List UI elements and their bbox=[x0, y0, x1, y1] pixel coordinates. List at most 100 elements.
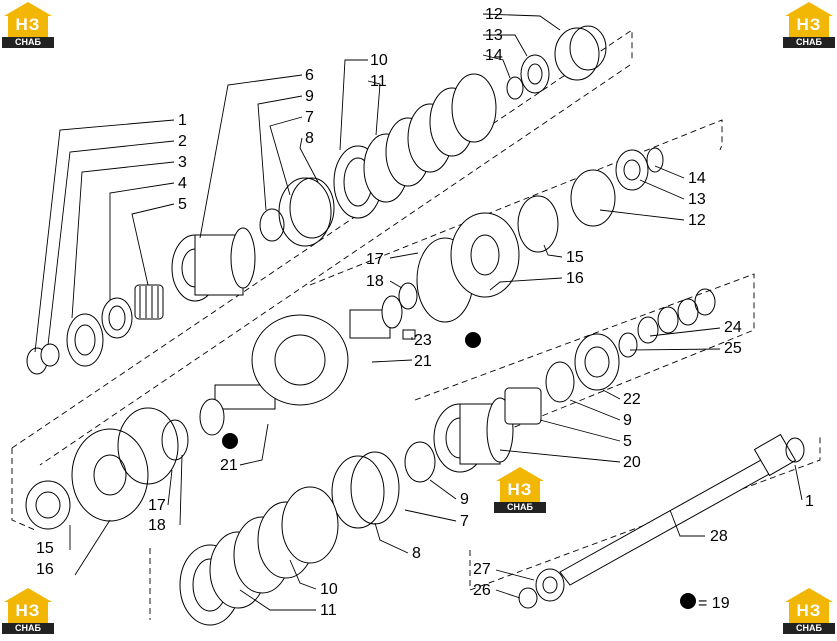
logo-mark: НЗ bbox=[796, 601, 822, 620]
brand-logo: НЗ СНАБ bbox=[2, 588, 54, 634]
leader-line bbox=[199, 74, 303, 239]
leader-line bbox=[482, 13, 561, 31]
leader-line bbox=[47, 140, 175, 346]
dashed-group-boundaries bbox=[11, 29, 821, 620]
leader-line bbox=[629, 348, 721, 351]
callout-number: 15 bbox=[36, 540, 54, 557]
leader-line bbox=[239, 589, 316, 611]
callout-number: 21 bbox=[414, 353, 432, 370]
leader-line bbox=[109, 182, 175, 300]
brand-logo: НЗ СНАБ bbox=[783, 2, 835, 48]
callout-number: 12 bbox=[485, 6, 503, 23]
callout-number: 21 bbox=[220, 457, 238, 474]
callout-number: 25 bbox=[724, 340, 742, 357]
leader-line bbox=[74, 519, 111, 576]
callout-number: 7 bbox=[305, 109, 314, 126]
callout-number: 23 bbox=[414, 332, 432, 349]
logo-mark: НЗ bbox=[15, 15, 41, 34]
leader-line bbox=[429, 479, 457, 500]
callout-labels: 1234569781011121314141312151617182321212… bbox=[36, 6, 814, 619]
leader-line bbox=[389, 280, 403, 289]
brand-logo: НЗ СНАБ bbox=[783, 588, 835, 634]
callout-number: 20 bbox=[623, 454, 641, 471]
leader-line bbox=[131, 203, 175, 286]
logo-mark: НЗ bbox=[796, 15, 822, 34]
leader-line bbox=[499, 449, 621, 463]
leader-line bbox=[367, 80, 381, 136]
callout-number: 9 bbox=[460, 491, 469, 508]
callout-number: 5 bbox=[623, 433, 632, 450]
callout-number: 6 bbox=[305, 67, 314, 84]
callout-number: 17 bbox=[366, 251, 384, 268]
callout-number: 26 bbox=[473, 582, 491, 599]
leader-line bbox=[257, 95, 303, 211]
callout-number: 11 bbox=[370, 73, 387, 90]
leader-line bbox=[489, 277, 563, 291]
logo-mark: НЗ bbox=[507, 480, 533, 499]
callout-number: 16 bbox=[566, 270, 584, 287]
callout-leader-lines bbox=[34, 13, 803, 611]
callout-number: 13 bbox=[485, 27, 503, 44]
callout-number: 2 bbox=[178, 133, 187, 150]
logo-caption: СНАБ bbox=[783, 623, 835, 634]
logo-caption: СНАБ bbox=[783, 37, 835, 48]
callout-number: 15 bbox=[566, 249, 584, 266]
callout-number: 11 bbox=[320, 602, 337, 619]
leader-line bbox=[495, 569, 535, 581]
legend-dots: = 19 bbox=[222, 332, 730, 612]
leader-line bbox=[482, 54, 511, 79]
callout-number: 17 bbox=[148, 497, 166, 514]
leader-line bbox=[654, 165, 685, 179]
leader-line bbox=[569, 399, 621, 421]
callout-number: 18 bbox=[148, 517, 166, 534]
leader-line bbox=[374, 522, 409, 554]
callout-number: 10 bbox=[320, 581, 338, 598]
callout-number: 9 bbox=[623, 412, 632, 429]
marker-dot bbox=[222, 433, 238, 449]
leader-line bbox=[239, 423, 269, 466]
brand-logo: НЗ СНАБ bbox=[494, 467, 546, 513]
logo-caption: СНАБ bbox=[494, 502, 546, 513]
callout-number: 13 bbox=[688, 191, 706, 208]
gear-parts bbox=[25, 25, 805, 626]
logo-caption: СНАБ bbox=[2, 623, 54, 634]
leader-line bbox=[539, 419, 621, 442]
brand-logo: НЗ СНАБ bbox=[2, 2, 54, 48]
legend-text: = 19 bbox=[698, 595, 730, 612]
callout-number: 22 bbox=[623, 391, 641, 408]
leader-line bbox=[389, 252, 419, 259]
callout-number: 16 bbox=[36, 561, 54, 578]
marker-dot bbox=[465, 332, 481, 348]
logo-mark: НЗ bbox=[15, 601, 41, 620]
callout-number: 8 bbox=[305, 130, 314, 147]
callout-number: 3 bbox=[178, 154, 187, 171]
callout-number: 14 bbox=[688, 170, 706, 187]
leader-line bbox=[404, 509, 457, 522]
leader-line bbox=[543, 244, 563, 258]
leader-line bbox=[649, 327, 721, 337]
leader-line bbox=[599, 209, 685, 221]
leader-line bbox=[339, 59, 368, 151]
leader-line bbox=[167, 469, 173, 506]
leader-line bbox=[794, 464, 803, 501]
leader-line bbox=[71, 161, 175, 319]
leader-line bbox=[289, 559, 317, 590]
callout-number: 7 bbox=[460, 513, 469, 530]
leader-line bbox=[639, 179, 685, 200]
leader-line bbox=[299, 137, 319, 183]
leader-line bbox=[179, 454, 183, 526]
callout-number: 24 bbox=[724, 319, 742, 336]
leader-line bbox=[483, 34, 528, 57]
callout-number: 5 bbox=[178, 196, 187, 213]
callout-number: 8 bbox=[412, 545, 421, 562]
leader-line bbox=[269, 116, 303, 196]
leader-line bbox=[669, 509, 705, 537]
leader-line bbox=[34, 119, 175, 353]
leader-line bbox=[495, 589, 521, 599]
logo-caption: СНАБ bbox=[2, 37, 54, 48]
legend-dot bbox=[680, 593, 696, 609]
leader-line bbox=[602, 389, 621, 400]
callout-number: 18 bbox=[366, 273, 384, 290]
